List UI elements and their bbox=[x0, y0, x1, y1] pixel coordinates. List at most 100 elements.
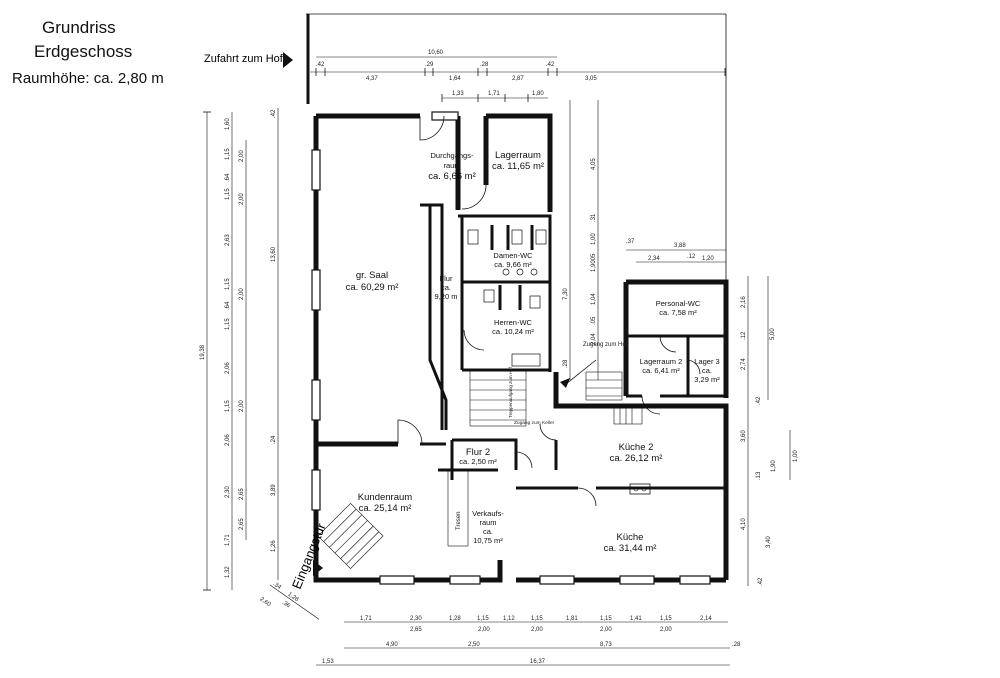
svg-text:Küche 2: Küche 2 bbox=[619, 442, 654, 453]
svg-text:ca. 6,41 m²: ca. 6,41 m² bbox=[642, 366, 680, 375]
dimension-left: 19,38 1,60 1,15 .64 1,15 2,63 1,15 .64 1… bbox=[200, 108, 279, 591]
yard-arrow-icon bbox=[283, 52, 293, 68]
dim-l2-2: 2,00 bbox=[239, 288, 245, 300]
room-lager-3: Lager 3 ca. 3,29 m² bbox=[694, 357, 720, 384]
svg-text:10,75 m²: 10,75 m² bbox=[473, 536, 503, 545]
room-personal-wc: Personal-WC ca. 7,58 m² bbox=[656, 299, 701, 317]
dim-b1-0: 1,71 bbox=[360, 616, 372, 622]
room-herren-wc: Herren-WC ca. 10,24 m² bbox=[492, 318, 534, 336]
dim-rv-4: .42 bbox=[756, 396, 762, 405]
dim-r-top: 3,88 bbox=[674, 243, 686, 249]
dim-rv-9: 4,10 bbox=[741, 518, 747, 530]
counter-label: Tresen bbox=[456, 512, 462, 530]
dim-top-8: 3,05 bbox=[585, 76, 597, 82]
svg-text:gr. Saal: gr. Saal bbox=[356, 270, 388, 281]
dim-top-total: 10,60 bbox=[428, 50, 444, 56]
svg-text:ca. 7,58 m²: ca. 7,58 m² bbox=[659, 308, 697, 317]
dim-m-6: 1,04 bbox=[591, 293, 597, 305]
svg-text:Lagerraum: Lagerraum bbox=[495, 150, 541, 161]
dim-l2-1: 2,00 bbox=[239, 193, 245, 205]
room-lagerraum: Lagerraum ca. 11,65 m² bbox=[492, 150, 544, 172]
dim-l1-11: 2,30 bbox=[225, 486, 231, 498]
dim-l1-2: .64 bbox=[225, 173, 231, 182]
dim-d-3: 2,60 bbox=[259, 596, 273, 608]
dim-m-9: .28 bbox=[563, 359, 569, 368]
plan-title-line1: Grundriss bbox=[42, 18, 116, 37]
dim-b1-4: 1,12 bbox=[503, 616, 515, 622]
dim-top2-2: 1,71 bbox=[488, 91, 500, 97]
dim-top-2: 4,37 bbox=[366, 76, 378, 82]
dim-l3-0: .42 bbox=[271, 109, 277, 118]
dimension-bottom: 1,71 2,30 1,28 1,15 1,12 1,15 1,81 1,15 … bbox=[259, 581, 741, 666]
dim-left-total: 19,38 bbox=[200, 344, 206, 360]
dim-rv-5: 3,60 bbox=[741, 430, 747, 442]
room-kundenraum: Kundenraum ca. 25,14 m² bbox=[358, 492, 412, 514]
dim-l2-0: 2,00 bbox=[239, 150, 245, 162]
svg-text:Herren-WC: Herren-WC bbox=[494, 318, 533, 327]
dim-l1-4: 2,63 bbox=[225, 234, 231, 246]
dim-l1-3: 1,15 bbox=[225, 188, 231, 200]
svg-text:9,20 m: 9,20 m bbox=[435, 292, 458, 301]
dimension-middle: 4,05 .31 1,00 .05 1,90 7,30 1,04 2,04 .0… bbox=[563, 100, 599, 380]
dim-m-8: .05 bbox=[591, 316, 597, 325]
dim-b1b-2: 2,00 bbox=[531, 627, 543, 633]
room-damen-wc: Damen-WC ca. 9,66 m² bbox=[493, 251, 533, 269]
dim-top-4: 1,64 bbox=[449, 76, 461, 82]
dim-rv-1: .12 bbox=[741, 331, 747, 340]
dim-top2-3: 1,80 bbox=[532, 91, 544, 97]
stairs bbox=[317, 369, 651, 569]
dim-l1-12: 1,71 bbox=[225, 534, 231, 546]
dim-rv-11: .42 bbox=[758, 577, 764, 586]
dim-m-0: 4,05 bbox=[591, 158, 597, 170]
dim-top-7: .42 bbox=[546, 62, 555, 68]
toilet-fixtures bbox=[467, 229, 547, 367]
dim-l1-10: 2,06 bbox=[225, 434, 231, 446]
dim-rv-2: 2,74 bbox=[741, 358, 747, 370]
dim-m-7: 2,04 bbox=[591, 333, 597, 345]
dim-rv-3: 5,00 bbox=[770, 328, 776, 340]
dim-m-3: .05 bbox=[591, 253, 597, 262]
dim-b1b-3: 2,00 bbox=[600, 627, 612, 633]
svg-text:Flur: Flur bbox=[440, 274, 453, 283]
dim-l1-5: 1,15 bbox=[225, 278, 231, 290]
dimension-right: 3,88 .37 2,34 .12 1,20 2,16 .12 2,74 5,0… bbox=[626, 239, 799, 586]
dim-top-5: .28 bbox=[480, 62, 489, 68]
room-durchgangsraum: Durchgangs- raum ca. 6,66 m² bbox=[428, 151, 476, 182]
svg-text:ca. 31,44 m²: ca. 31,44 m² bbox=[604, 543, 657, 554]
svg-text:ca. 11,65 m²: ca. 11,65 m² bbox=[492, 161, 544, 172]
svg-text:ca. 10,24 m²: ca. 10,24 m² bbox=[492, 327, 534, 336]
dim-l1-6: .64 bbox=[225, 301, 231, 310]
svg-text:Damen-WC: Damen-WC bbox=[493, 251, 533, 260]
svg-text:Personal-WC: Personal-WC bbox=[656, 299, 701, 308]
doors bbox=[397, 115, 701, 507]
room-lagerraum-2: Lagerraum 2 ca. 6,41 m² bbox=[640, 357, 683, 375]
dim-top-6: 2,87 bbox=[512, 76, 524, 82]
room-gr-saal: gr. Saal ca. 60,29 m² bbox=[346, 270, 399, 293]
stairs-up-label: Treppenaufgang zum Hof bbox=[508, 366, 513, 418]
dim-b1-7: 1,15 bbox=[600, 616, 612, 622]
dim-l3-2: .24 bbox=[271, 435, 277, 444]
dim-b3-0: 1,53 bbox=[322, 659, 334, 665]
dim-b1-9: 1,15 bbox=[660, 616, 672, 622]
dim-l1-1: 1,15 bbox=[225, 148, 231, 160]
dim-b1b-0: 2,65 bbox=[410, 627, 422, 633]
dim-rv-10: 3,40 bbox=[766, 536, 772, 548]
svg-text:Durchgangs-: Durchgangs- bbox=[431, 151, 474, 160]
dim-rv-0: 2,16 bbox=[741, 296, 747, 308]
dim-b1-6: 1,81 bbox=[566, 616, 578, 622]
dim-top-3: .29 bbox=[425, 62, 434, 68]
plan-title-line2: Erdgeschoss bbox=[34, 42, 133, 61]
dim-b2-1: 2,50 bbox=[468, 642, 480, 648]
svg-text:Lager 3: Lager 3 bbox=[694, 357, 719, 366]
dim-l1-13: 1,32 bbox=[225, 566, 231, 578]
dim-b1-1: 2,30 bbox=[410, 616, 422, 622]
access-yard-inner-label: Zugang zum Hof bbox=[583, 342, 628, 348]
dim-b1-8: 1,41 bbox=[630, 616, 642, 622]
svg-text:ca. 6,66 m²: ca. 6,66 m² bbox=[428, 171, 476, 182]
svg-text:raum: raum bbox=[443, 161, 460, 170]
dim-b1-5: 1,15 bbox=[531, 616, 543, 622]
room-kueche-2: Küche 2 ca. 26,12 m² bbox=[610, 442, 663, 464]
room-flur: Flur ca. 9,20 m bbox=[435, 274, 458, 301]
svg-text:ca.: ca. bbox=[702, 366, 712, 375]
dimension-top: 10,60 .42 4,37 .29 1,64 .28 2,87 .42 3,0… bbox=[310, 50, 726, 102]
